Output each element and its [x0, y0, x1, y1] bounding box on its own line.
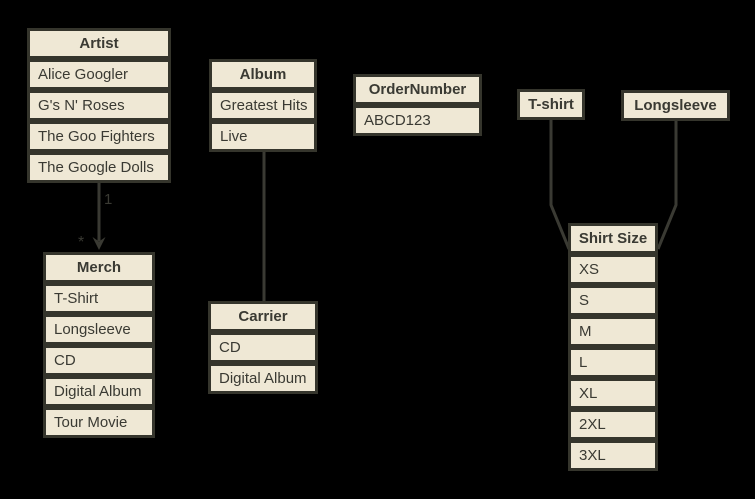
connector-tshirt-shirtsize [549, 119, 571, 250]
table-header: Carrier [208, 301, 318, 332]
table-header: Artist [27, 28, 171, 59]
multiplicity-label-many: * [78, 234, 84, 251]
table-row: T-Shirt [43, 283, 155, 314]
table-row: Digital Album [43, 376, 155, 407]
table-header: OrderNumber [353, 74, 482, 105]
table-header: Album [209, 59, 317, 90]
table-header: T-shirt [517, 89, 585, 120]
table-row: 3XL [568, 440, 658, 471]
table-row: L [568, 347, 658, 378]
table-row: Alice Googler [27, 59, 171, 90]
multiplicity-label-one: 1 [104, 191, 112, 208]
arrowhead-merch [92, 237, 106, 250]
table-row: XS [568, 254, 658, 285]
table-header: Merch [43, 252, 155, 283]
table-row: Longsleeve [43, 314, 155, 345]
table-header: Shirt Size [568, 223, 658, 254]
table-row: ABCD123 [353, 105, 482, 136]
table-row: CD [208, 332, 318, 363]
table-row: Tour Movie [43, 407, 155, 438]
table-row: 2XL [568, 409, 658, 440]
table-row: Digital Album [208, 363, 318, 394]
table-header: Longsleeve [621, 90, 730, 121]
table-row: M [568, 316, 658, 347]
table-row: S [568, 285, 658, 316]
table-row: CD [43, 345, 155, 376]
table-row: G's N' Roses [27, 90, 171, 121]
connector-longsleeve-shirtsize [656, 119, 678, 250]
table-row: XL [568, 378, 658, 409]
table-row: The Google Dolls [27, 152, 171, 183]
table-row: Live [209, 121, 317, 152]
entity-table-longsleeve: Longsleeve [621, 90, 730, 121]
table-row: Greatest Hits [209, 90, 317, 121]
entity-table-tshirt: T-shirt [517, 89, 585, 120]
table-row: The Goo Fighters [27, 121, 171, 152]
